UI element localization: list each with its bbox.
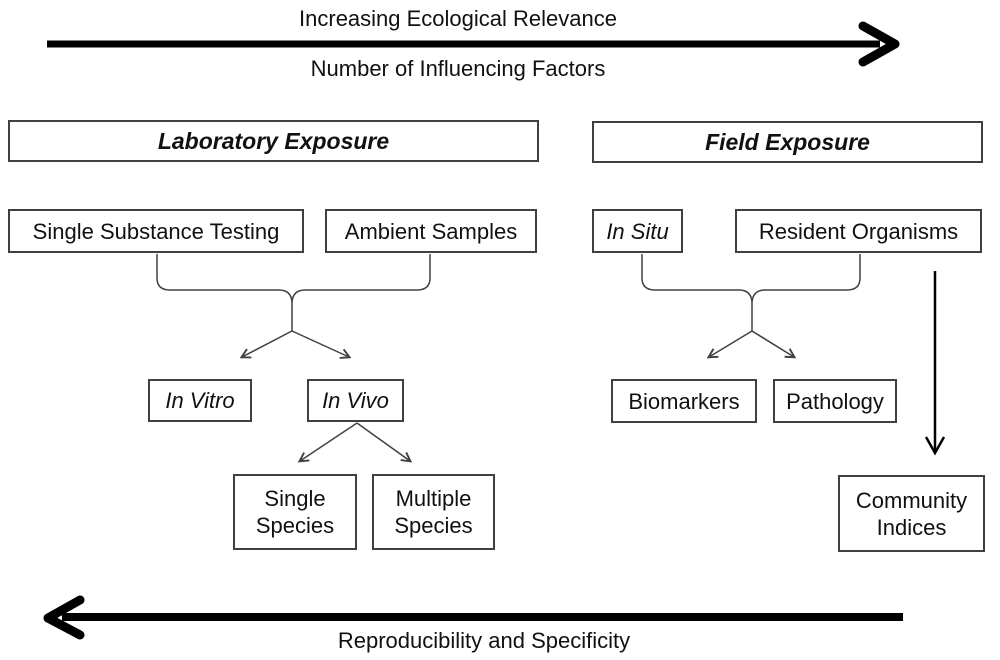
bottom-left-arrow xyxy=(43,595,903,640)
bottom-axis-label: Reproducibility and Specificity xyxy=(337,628,631,653)
box-ambient-samples: Ambient Samples xyxy=(325,209,537,253)
box-multiple-species: Multiple Species xyxy=(372,474,495,550)
box-community-indices: Community Indices xyxy=(838,475,985,552)
box-pathology: Pathology xyxy=(773,379,897,423)
box-in-vivo: In Vivo xyxy=(307,379,404,422)
laboratory-merge-bracket xyxy=(156,254,431,359)
top-axis-label-factors: Number of Influencing Factors xyxy=(310,56,606,81)
resident-to-community-arrow xyxy=(924,271,946,456)
box-single-species: Single Species xyxy=(233,474,357,550)
box-single-substance-testing: Single Substance Testing xyxy=(8,209,304,253)
box-biomarkers: Biomarkers xyxy=(611,379,757,423)
box-laboratory-exposure: Laboratory Exposure xyxy=(8,120,539,162)
box-resident-organisms: Resident Organisms xyxy=(735,209,982,253)
in-vivo-branch-arrows xyxy=(297,422,413,463)
top-axis-label-relevance: Increasing Ecological Relevance xyxy=(299,6,617,31)
box-field-exposure: Field Exposure xyxy=(592,121,983,163)
box-in-vitro: In Vitro xyxy=(148,379,252,422)
box-in-situ: In Situ xyxy=(592,209,683,253)
field-merge-bracket xyxy=(641,254,861,359)
top-right-arrow xyxy=(47,21,900,67)
